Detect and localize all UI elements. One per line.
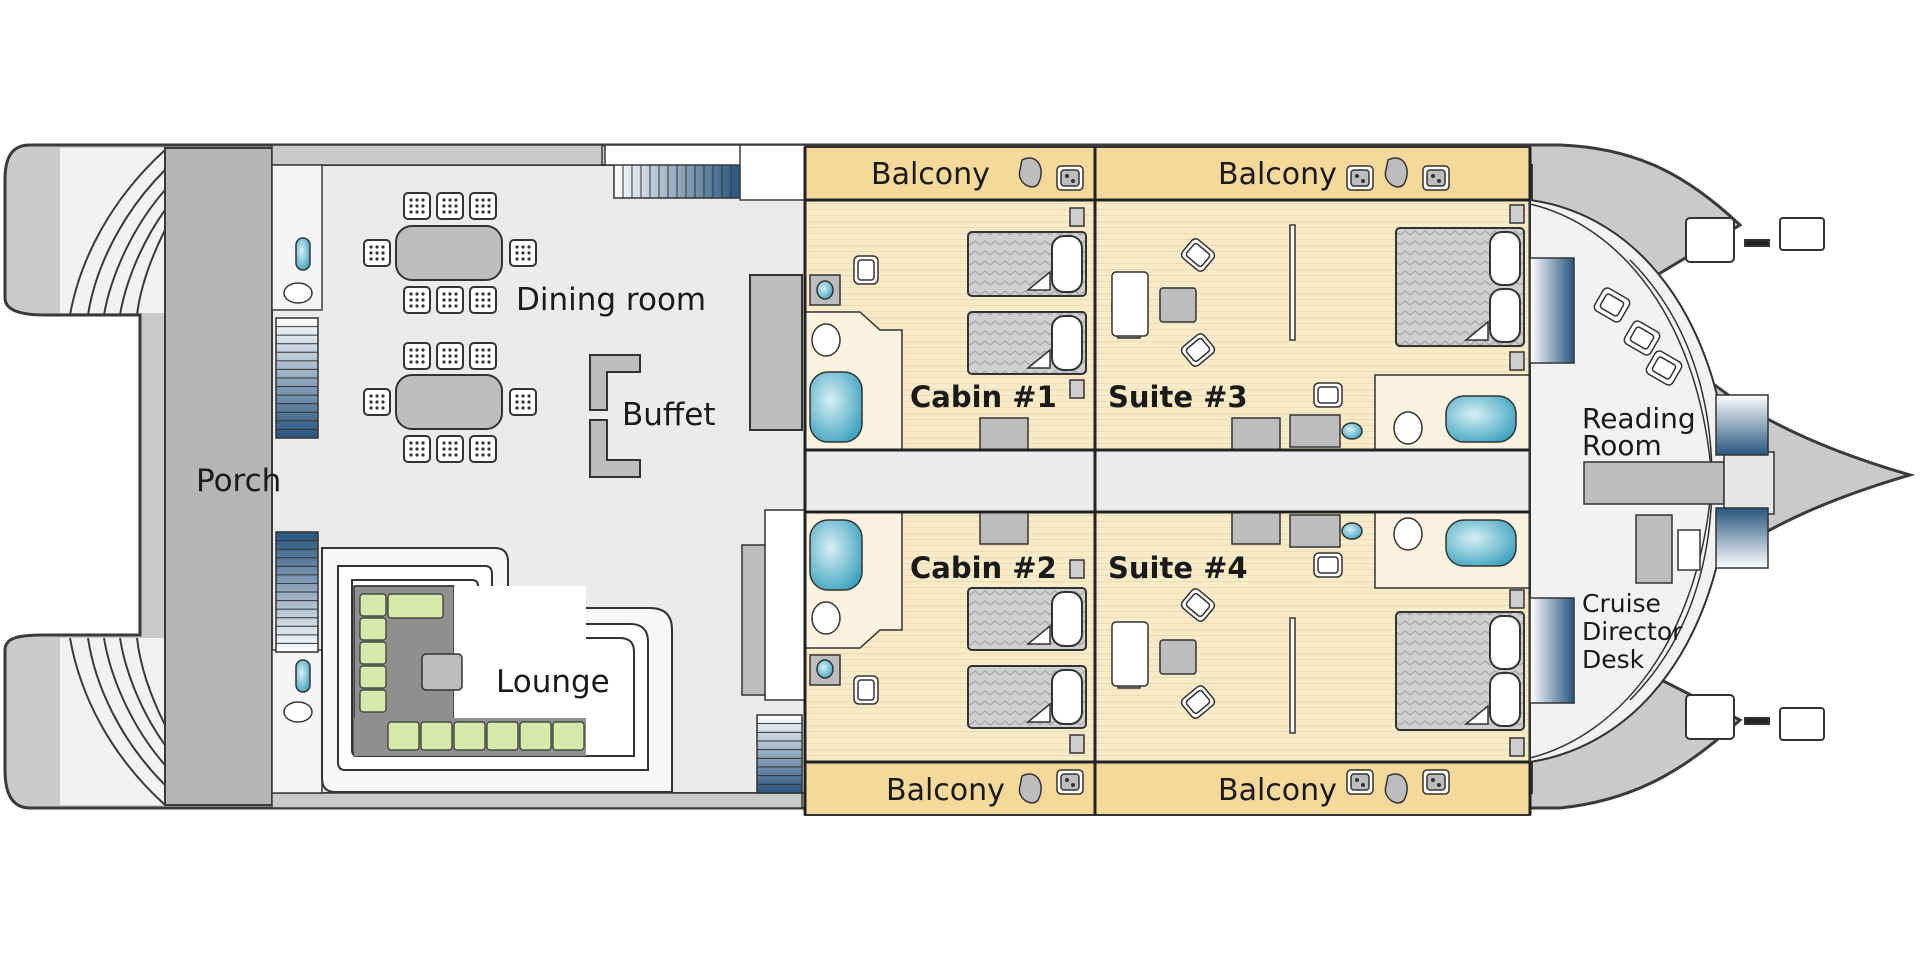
cruise-director-desk-line1: Cruise xyxy=(1582,589,1661,618)
dining-chair xyxy=(363,239,391,267)
reading-chair xyxy=(1623,320,1661,356)
sofa-cushion xyxy=(552,721,585,751)
buffet-label: Buffet xyxy=(622,397,716,433)
reading-chair xyxy=(1645,350,1683,386)
bed xyxy=(967,665,1087,729)
sofa-cushion xyxy=(519,721,552,751)
sofa-cushion xyxy=(486,721,519,751)
balcony-label-1: Balcony xyxy=(871,157,990,192)
balconies xyxy=(804,146,1531,816)
balcony-label-2: Balcony xyxy=(1218,157,1337,192)
sofa-cushion xyxy=(359,665,387,689)
dining-chair xyxy=(436,286,464,314)
porch-restrooms xyxy=(271,164,323,794)
buffet-counter xyxy=(589,354,641,478)
cabin-2-label: Cabin #2 xyxy=(910,551,1057,585)
bow-reading-area xyxy=(1529,198,1775,764)
dining-chair xyxy=(403,192,431,220)
balcony-chair xyxy=(1346,165,1374,191)
armchair xyxy=(1180,685,1216,719)
dining-chair xyxy=(509,388,537,416)
suite-3-sofa xyxy=(1111,271,1149,337)
balcony-table xyxy=(1018,773,1042,804)
dining-chair xyxy=(403,435,431,463)
cruise-director-desk-line2: Director xyxy=(1582,617,1683,646)
bed xyxy=(1395,227,1525,347)
armchair xyxy=(1180,238,1216,272)
balcony-chair xyxy=(1422,165,1450,191)
corridor xyxy=(805,450,1530,512)
sofa-cushion xyxy=(453,721,486,751)
reading-room-label-line1: Reading xyxy=(1582,402,1696,435)
balcony-table xyxy=(1018,157,1042,188)
balcony-label-3: Balcony xyxy=(886,773,1005,808)
suite-3-label: Suite #3 xyxy=(1108,380,1248,414)
suite-4-label: Suite #4 xyxy=(1108,551,1248,585)
dining-chair xyxy=(436,192,464,220)
bow-hatches xyxy=(1685,217,1825,741)
dining-room-label: Dining room xyxy=(516,282,706,318)
dining-chair xyxy=(403,342,431,370)
reading-room-label: Reading Room xyxy=(1582,402,1705,462)
dining-chair xyxy=(469,286,497,314)
sofa-cushion xyxy=(387,593,444,619)
reading-room-label-line2: Room xyxy=(1582,429,1662,462)
dining-chair xyxy=(436,435,464,463)
lounge-label: Lounge xyxy=(496,664,610,700)
cruise-director-desk-label: Cruise Director Desk xyxy=(1582,589,1690,674)
cruise-director-desk-line3: Desk xyxy=(1582,645,1645,674)
reading-chair xyxy=(1593,287,1631,323)
balcony-chair xyxy=(1422,769,1450,795)
armchair xyxy=(1180,333,1216,367)
dining-chair xyxy=(469,192,497,220)
armchair xyxy=(853,675,879,705)
armchair xyxy=(853,255,879,285)
sofa-cushion xyxy=(359,641,387,665)
balcony-label-4: Balcony xyxy=(1218,773,1337,808)
cabin-bathrooms xyxy=(804,274,1531,686)
balcony-table xyxy=(1384,773,1408,804)
armchair xyxy=(1180,588,1216,622)
sofa-cushion xyxy=(420,721,453,751)
porch-stairs xyxy=(275,317,319,653)
bed xyxy=(967,231,1087,297)
sofa-cushion xyxy=(359,689,387,713)
balcony-chair xyxy=(1346,769,1374,795)
sofa-cushion xyxy=(387,721,420,751)
lounge xyxy=(321,547,673,793)
balcony-chair xyxy=(1056,165,1084,191)
sofa-cushion xyxy=(359,593,387,617)
sofa-cushion xyxy=(359,617,387,641)
dining-chair xyxy=(469,342,497,370)
porch-label: Porch xyxy=(196,463,281,499)
balcony-table xyxy=(1384,157,1408,188)
porch-area xyxy=(164,147,273,806)
dining-chair xyxy=(363,388,391,416)
bed xyxy=(967,587,1087,651)
dining-chair xyxy=(436,342,464,370)
dining-room xyxy=(363,192,537,463)
bed xyxy=(967,311,1087,375)
dining-chair xyxy=(509,239,537,267)
armchair xyxy=(1313,552,1343,578)
armchair xyxy=(1313,382,1343,408)
balcony-chair xyxy=(1056,769,1084,795)
dining-chair xyxy=(469,435,497,463)
dining-chair xyxy=(403,286,431,314)
suite-4-sofa xyxy=(1111,621,1149,687)
cabin-1-label: Cabin #1 xyxy=(910,380,1057,414)
bed xyxy=(1395,611,1525,731)
